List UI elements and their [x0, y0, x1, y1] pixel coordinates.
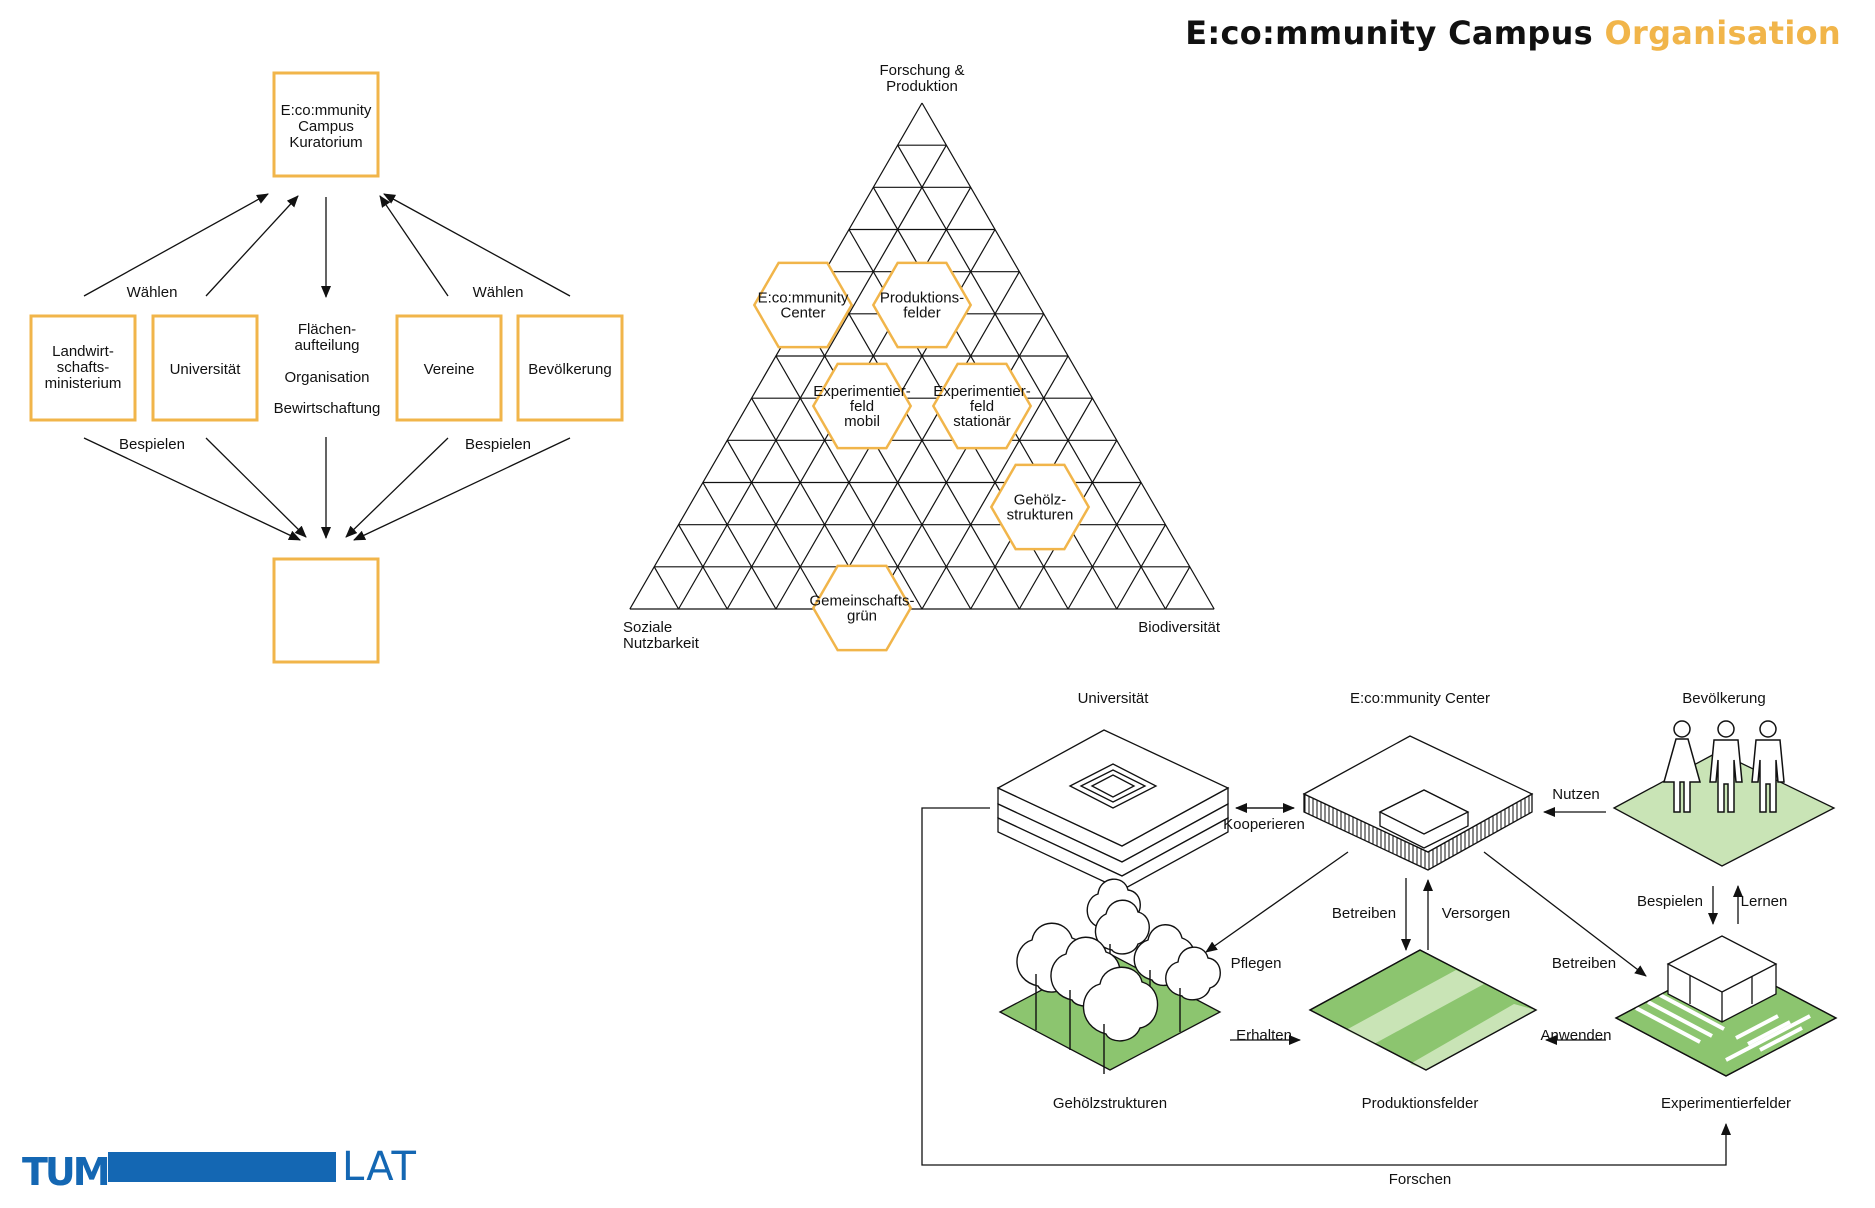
community-center-building [1302, 735, 1534, 871]
hexagon-4 [989, 463, 1091, 551]
hexagon-0 [752, 261, 854, 349]
landwirt-label-1: Landwirt- [52, 343, 114, 360]
hexagon-1 [871, 261, 973, 349]
hexagon-4-label-1: strukturen [1007, 507, 1074, 524]
flow-produktion-label: Produktionsfelder [1362, 1095, 1479, 1112]
landwirt-label-2: schafts- [57, 359, 110, 376]
hexagon-5-label-1: grün [847, 608, 877, 625]
flow-center-label: E:co:mmunity Center [1350, 690, 1490, 707]
org-arrows [83, 193, 571, 541]
hexagon-2-label-2: mobil [844, 413, 880, 430]
lernen-label: Lernen [1741, 893, 1788, 910]
people-icon [1663, 720, 1785, 813]
waehlen-left-label: Wählen [127, 284, 178, 301]
flow-bevoelkerung-label: Bevölkerung [1682, 690, 1765, 707]
hexagon-3 [931, 362, 1033, 450]
universitaet-building [996, 729, 1230, 891]
experimentierfelder-ground [1614, 935, 1838, 1077]
flow-experiment-label: Experimentierfelder [1661, 1095, 1791, 1112]
bevoelkerung-box [516, 314, 624, 422]
versorgen-label: Versorgen [1442, 905, 1510, 922]
bespielen-right-label: Bespielen [465, 436, 531, 453]
universitaet-label: Universität [170, 361, 242, 378]
hexagon-4-label-0: Gehölz- [1014, 492, 1067, 509]
triangle-grid [629, 102, 1215, 610]
tri-left-label-1: Soziale [623, 619, 672, 636]
tum-logo-text: TUM [22, 1150, 111, 1194]
vereine-label: Vereine [424, 361, 475, 378]
hexagon-5 [811, 564, 913, 652]
forschen-label: Forschen [1389, 1171, 1452, 1188]
waiting-lands-box [272, 557, 380, 664]
nutzen-label: Nutzen [1552, 786, 1600, 803]
produktionsfelder-ground [1308, 949, 1538, 1071]
tri-right-label: Biodiversität [1138, 619, 1221, 636]
hexagon-0-label-0: E:co:mmunity [758, 290, 849, 307]
hexagon-1-label-1: felder [903, 305, 941, 322]
hexagon-2-label-1: feld [850, 398, 874, 415]
kooperieren-label: Kooperieren [1223, 816, 1305, 833]
org-chart [29, 71, 624, 664]
lat-logo-text: LAT [342, 1144, 417, 1190]
triangle-labels: Forschung & Produktion Soziale Nutzbarke… [623, 62, 1221, 652]
title-main: E:co:mmunity Campus [1185, 14, 1594, 52]
kuratorium-label-3: Kuratorium [289, 134, 362, 151]
center-label-2: aufteilung [294, 337, 359, 354]
trees-icon [1016, 878, 1221, 1074]
bespielen-label: Bespielen [1637, 893, 1703, 910]
title-accent: Organisation [1604, 14, 1841, 52]
logo-bar [108, 1152, 336, 1182]
center-label-1: Flächen- [298, 321, 356, 338]
bespielen-left-label: Bespielen [119, 436, 185, 453]
betreiben-center-label: Betreiben [1332, 905, 1396, 922]
erhalten-label: Erhalten [1236, 1027, 1292, 1044]
flow-labels: Universität E:co:mmunity Center Bevölker… [1053, 690, 1791, 1188]
bevoelkerung-label: Bevölkerung [528, 361, 611, 378]
tri-left-label-2: Nutzbarkeit [623, 635, 700, 652]
hexagon-0-label-1: Center [780, 305, 825, 322]
tri-top-label-1: Forschung & [879, 62, 964, 79]
vereine-box [395, 314, 503, 422]
universitaet-box [151, 314, 259, 422]
kuratorium-label-2: Campus [298, 118, 354, 135]
page-title: E:co:mmunity Campus Organisation [1185, 14, 1841, 52]
landwirt-label-3: ministerium [45, 375, 122, 392]
anwenden-label: Anwenden [1541, 1027, 1612, 1044]
kuratorium-box [272, 71, 380, 178]
hexagon-3-label-1: feld [970, 398, 994, 415]
flow-universitaet-label: Universität [1078, 690, 1150, 707]
flow-gehoelz-label: Gehölzstrukturen [1053, 1095, 1167, 1112]
kuratorium-label-1: E:co:mmunity [281, 102, 372, 119]
hexagon-2 [811, 362, 913, 450]
flow-arrows [921, 803, 1743, 1166]
tri-top-label-2: Produktion [886, 78, 958, 95]
betreiben-experiment-label: Betreiben [1552, 955, 1616, 972]
center-label-4: Bewirtschaftung [274, 400, 381, 417]
org-labels: E:co:mmunity Campus Kuratorium Landwirt-… [45, 102, 612, 453]
hexagon-1-label-0: Produktions- [880, 290, 964, 307]
hexagon-3-label-2: stationär [953, 413, 1011, 430]
hexagon-3-label-0: Experimentier- [933, 383, 1031, 400]
hexagon-2-label-0: Experimentier- [813, 383, 911, 400]
waehlen-right-label: Wählen [473, 284, 524, 301]
center-label-3: Organisation [284, 369, 369, 386]
landwirtschaftsministerium-box [29, 314, 137, 422]
pflegen-label: Pflegen [1231, 955, 1282, 972]
hexagon-5-label-0: Gemeinschafts- [809, 593, 914, 610]
